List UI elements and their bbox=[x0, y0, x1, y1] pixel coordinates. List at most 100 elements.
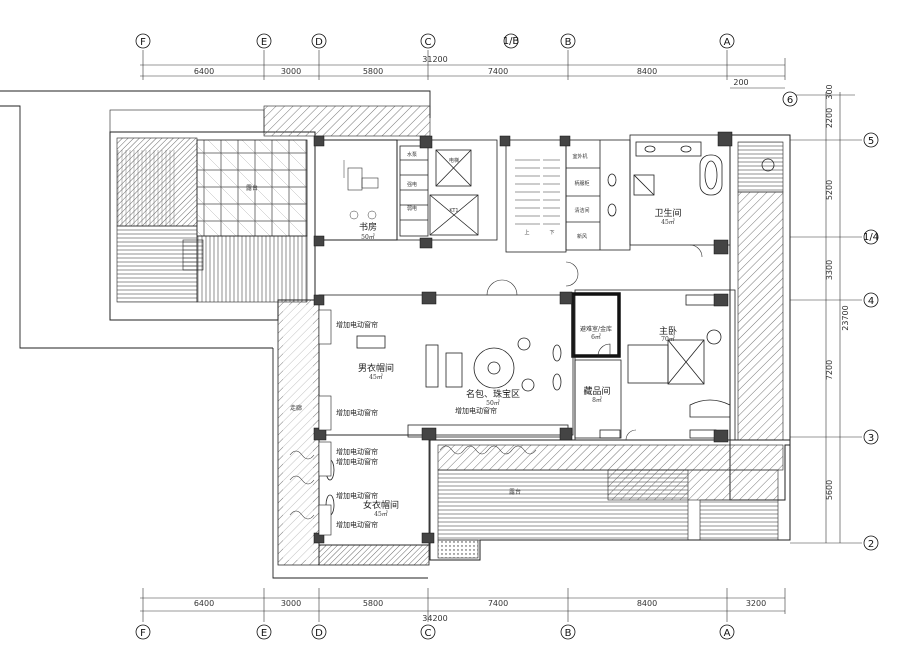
axis-top-c: C bbox=[425, 37, 432, 48]
axis-top-b: B bbox=[565, 37, 572, 48]
service-strong-power: 强电 bbox=[407, 181, 417, 188]
bag-jewelry-area: 50㎡ bbox=[486, 399, 500, 407]
corridor-label: 走廊 bbox=[290, 404, 302, 412]
master-bedroom bbox=[574, 289, 736, 441]
top-total-dim: 31200 bbox=[422, 55, 447, 64]
top-dim-3: 5800 bbox=[363, 67, 383, 76]
study-room bbox=[314, 139, 398, 241]
study-label: 书房 bbox=[359, 221, 377, 233]
top-dim-5: 8400 bbox=[637, 67, 657, 76]
balcony-label: 露台 bbox=[509, 488, 521, 496]
axis-right-4: 4 bbox=[868, 296, 874, 307]
curtain-note-1: 增加电动窗帘 bbox=[336, 320, 378, 329]
bag-jewelry-label: 名包、珠宝区 bbox=[466, 388, 520, 400]
service-core bbox=[396, 139, 631, 253]
right-dim-3: 5200 bbox=[825, 180, 834, 200]
west-corridor bbox=[277, 299, 320, 566]
curtain-marks bbox=[289, 445, 537, 520]
service-fresh-air: 新风 bbox=[577, 233, 587, 240]
service-outdoor-unit: 室外机 bbox=[572, 153, 587, 160]
right-total-dim: 23700 bbox=[841, 305, 850, 330]
axis-right-3: 3 bbox=[868, 433, 874, 444]
terrace-area bbox=[109, 131, 316, 321]
study-area: 50㎡ bbox=[361, 233, 375, 241]
bathroom-room bbox=[607, 134, 731, 246]
axis-top-a: A bbox=[724, 37, 731, 48]
curtain-note-2: 增加电动窗帘 bbox=[336, 408, 378, 417]
right-dim-5: 7200 bbox=[825, 360, 834, 380]
safe-room-wall bbox=[571, 292, 621, 358]
mens-closet-room bbox=[318, 294, 574, 438]
service-weak-power: 弱电 bbox=[407, 205, 417, 212]
top-dim-1: 6400 bbox=[194, 67, 214, 76]
west-windows bbox=[318, 309, 332, 536]
curtain-note-7: 增加电动窗帘 bbox=[336, 520, 378, 529]
bottom-total-dim: 34200 bbox=[422, 614, 447, 623]
structural-columns bbox=[313, 131, 733, 544]
terrace-label: 露台 bbox=[246, 184, 258, 192]
mens-closet-label: 男衣帽间 bbox=[358, 362, 394, 374]
terrace-left-strip bbox=[109, 109, 265, 133]
mens-closet-area: 45㎡ bbox=[369, 373, 383, 381]
stair-down: 下 bbox=[549, 230, 554, 236]
service-kt1: KT1 bbox=[449, 208, 458, 214]
terrace-top-wall bbox=[263, 105, 431, 137]
safe-room-area: 6㎡ bbox=[591, 333, 601, 341]
ne-terrace bbox=[729, 134, 791, 501]
curtain-note-6: 增加电动窗帘 bbox=[336, 491, 378, 500]
right-dim-2: 2200 bbox=[825, 108, 834, 128]
curtain-note-5: 增加电动窗帘 bbox=[336, 457, 378, 466]
service-cabinet: 柄服柜 bbox=[574, 180, 589, 187]
bathroom-label: 卫生间 bbox=[654, 207, 681, 219]
axis-top-d: D bbox=[315, 37, 323, 48]
top-dim-2: 3000 bbox=[281, 67, 301, 76]
bottom-dim-1: 6400 bbox=[194, 599, 214, 608]
axis-top-f: F bbox=[140, 37, 146, 48]
axis-bottom-d: D bbox=[315, 628, 323, 639]
bottom-axis-bubbles bbox=[135, 624, 735, 640]
curtain-note-3: 增加电动窗帘 bbox=[455, 406, 497, 415]
doors bbox=[486, 244, 703, 441]
service-cleaning: 清洁间 bbox=[574, 207, 589, 214]
womens-closet-room bbox=[318, 434, 430, 566]
bottom-dim-3: 5800 bbox=[363, 599, 383, 608]
service-pump: 水泵 bbox=[407, 151, 417, 158]
collection-room bbox=[574, 359, 622, 439]
top-axis-bubbles bbox=[135, 33, 735, 49]
axis-bottom-f: F bbox=[140, 628, 146, 639]
axis-right-2: 2 bbox=[868, 539, 874, 550]
top-extra-dim: 200 bbox=[733, 78, 748, 87]
womens-closet-label: 女衣帽间 bbox=[363, 499, 399, 511]
curtain-note-4: 增加电动窗帘 bbox=[336, 447, 378, 456]
master-bedroom-label: 主卧 bbox=[659, 325, 677, 337]
axis-right-5: 5 bbox=[868, 136, 874, 147]
top-dimension-chain bbox=[140, 50, 786, 89]
axis-bottom-a: A bbox=[724, 628, 731, 639]
right-dim-6: 5600 bbox=[825, 480, 834, 500]
right-dimension-chain bbox=[790, 92, 862, 544]
service-elevator: 电梯 bbox=[449, 157, 459, 164]
axis-bottom-c: C bbox=[425, 628, 432, 639]
axis-bottom-b: B bbox=[565, 628, 572, 639]
bottom-dim-2: 3000 bbox=[281, 599, 301, 608]
safe-room-door bbox=[597, 343, 611, 357]
bottom-dimension-chain bbox=[140, 588, 786, 622]
right-axis-bubbles bbox=[782, 91, 879, 551]
collection-area: 8㎡ bbox=[592, 396, 602, 404]
master-bedroom-area: 70㎡ bbox=[661, 335, 675, 343]
axis-right-1-4: 1/4 bbox=[863, 232, 879, 243]
axis-right-6: 6 bbox=[787, 95, 793, 106]
womens-closet-area: 45㎡ bbox=[374, 510, 388, 518]
axis-top-1b: 1/B bbox=[503, 36, 520, 47]
right-dim-1: 300 bbox=[825, 84, 834, 99]
stair-up: 上 bbox=[524, 229, 529, 236]
bottom-dim-6: 3200 bbox=[746, 599, 766, 608]
axis-top-e: E bbox=[261, 37, 267, 48]
axis-bottom-e: E bbox=[261, 628, 267, 639]
top-dim-4: 7400 bbox=[488, 67, 508, 76]
right-dim-4: 3300 bbox=[825, 260, 834, 280]
bathroom-area: 45㎡ bbox=[661, 218, 675, 226]
collection-label: 藏品间 bbox=[583, 385, 610, 397]
south-balcony bbox=[429, 439, 791, 561]
